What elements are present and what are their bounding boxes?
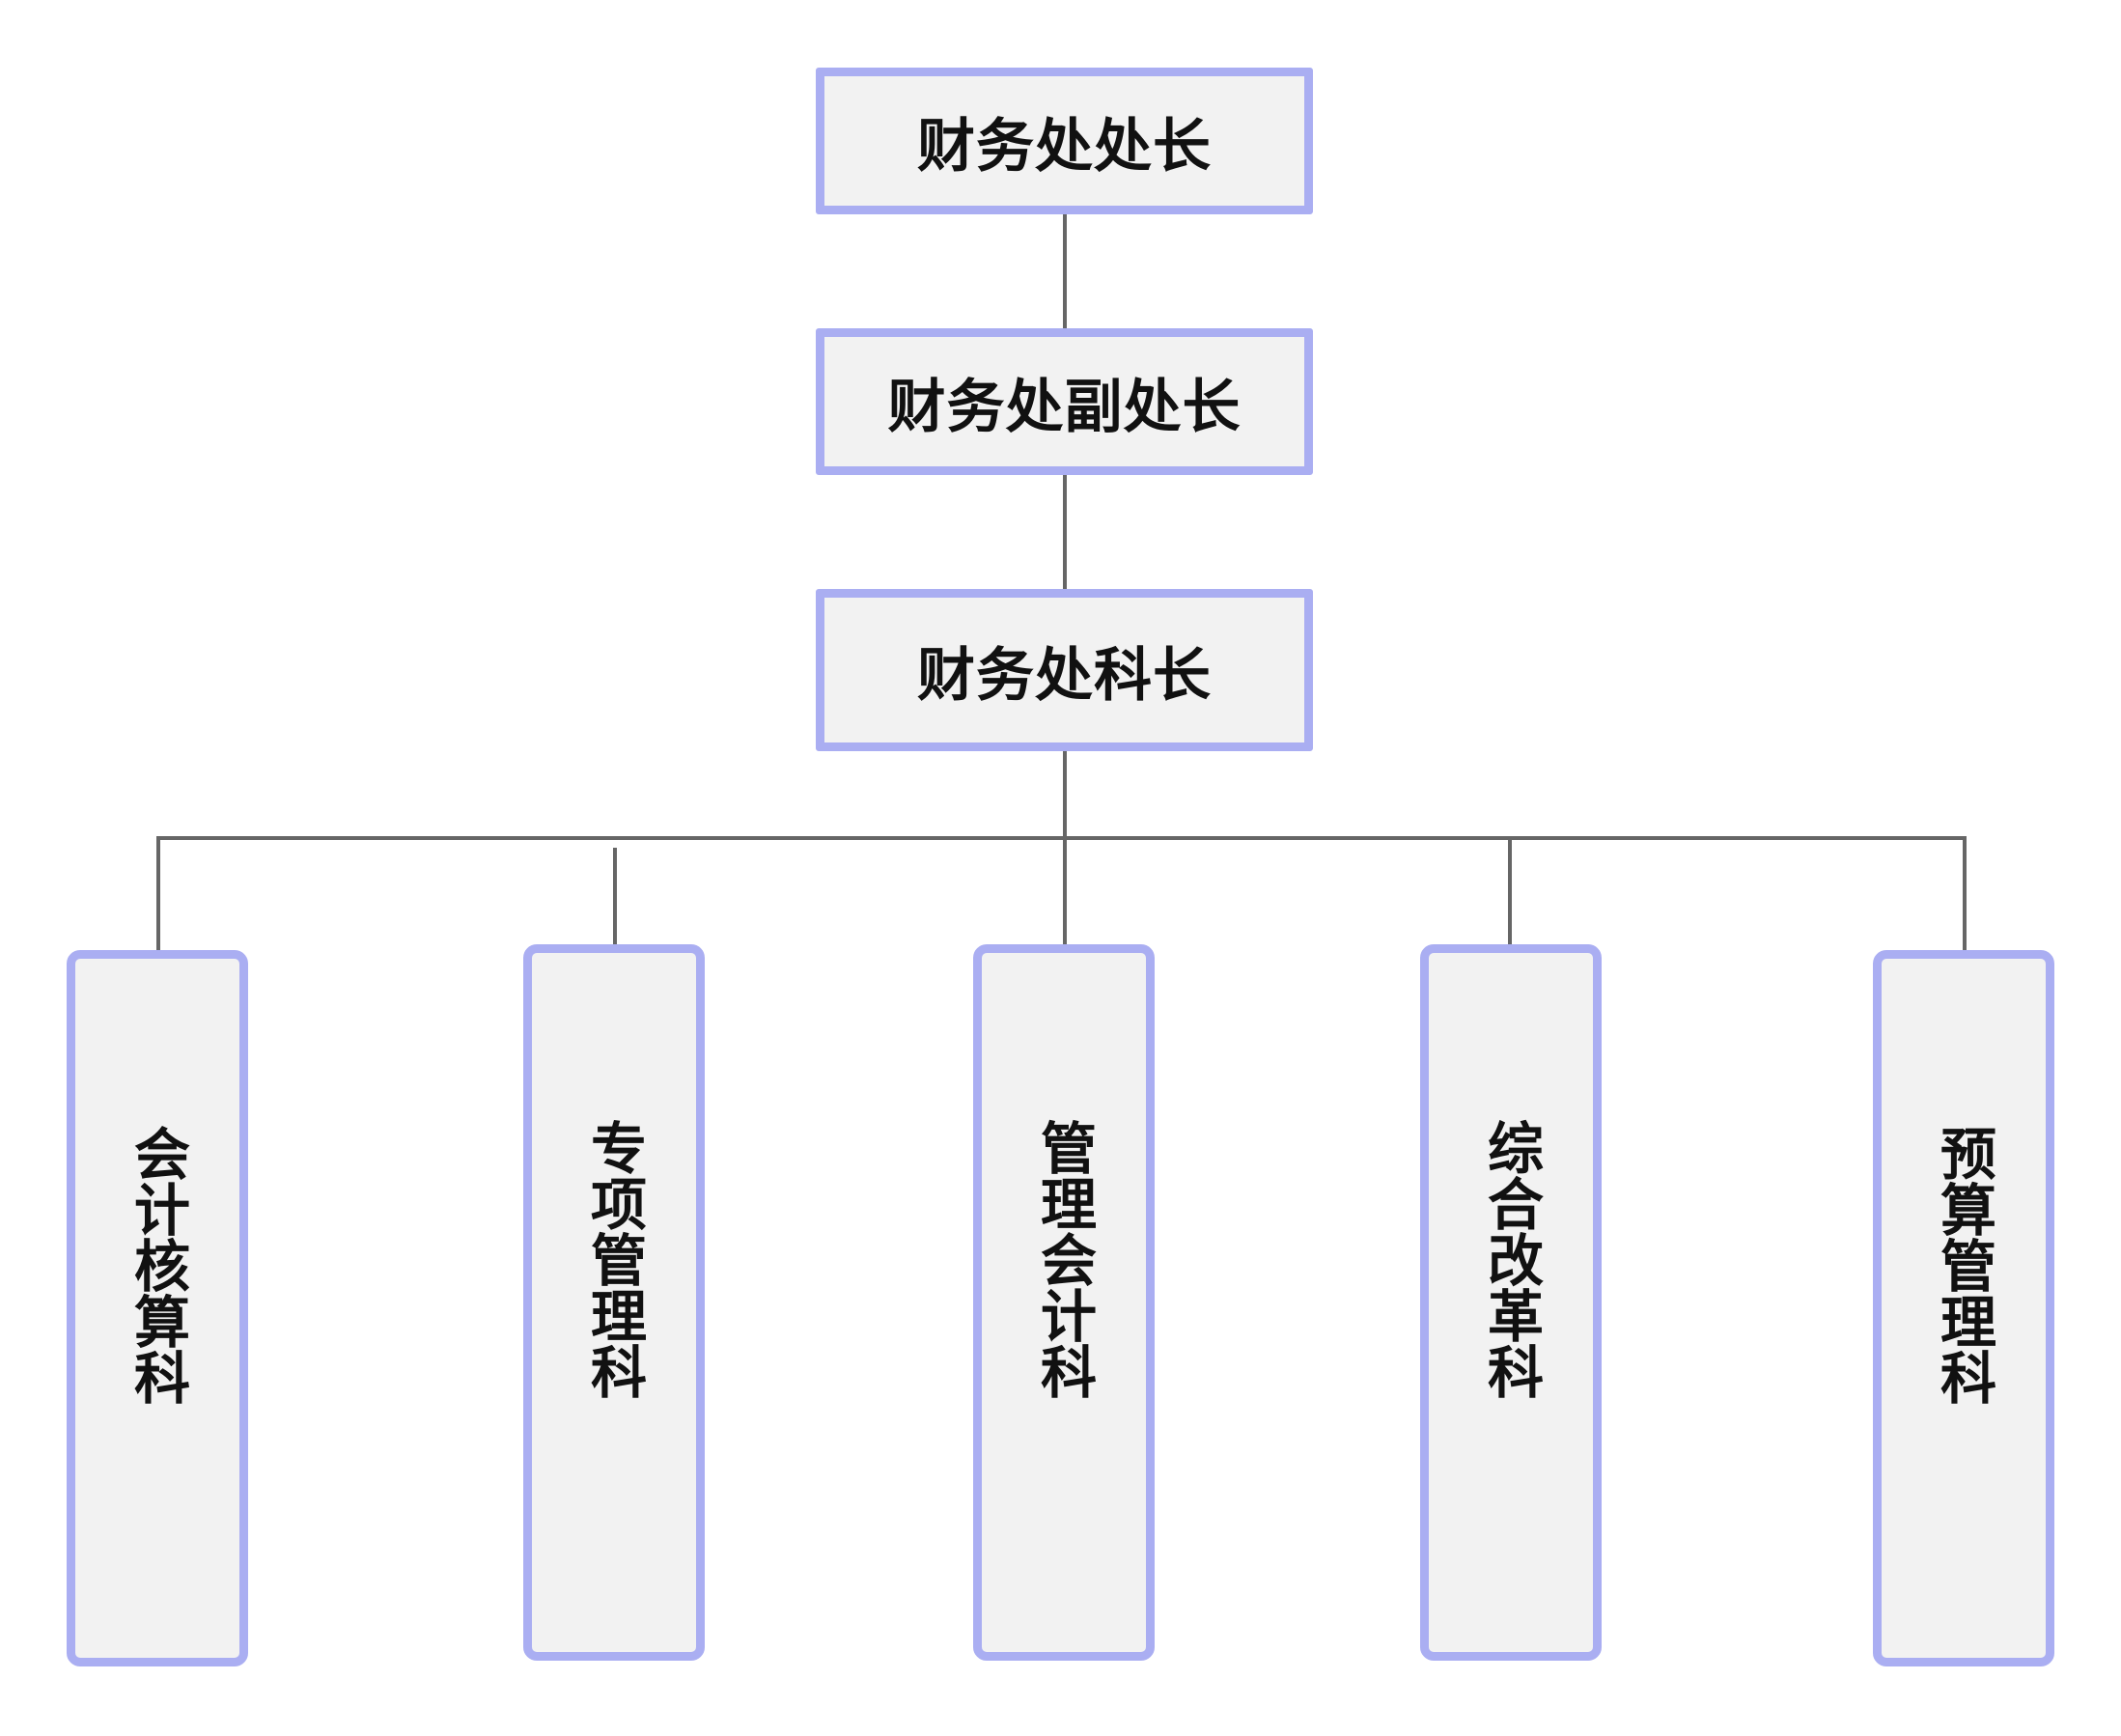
connector-dept-1 xyxy=(156,836,160,950)
connector-dept-4 xyxy=(1508,836,1512,944)
department-label-4: 综合改革科 xyxy=(1478,1119,1544,1399)
connector-deputy-chief xyxy=(1063,475,1067,593)
director-label: 财务处处长 xyxy=(917,112,1212,181)
deputy-director-label: 财务处副处长 xyxy=(887,373,1242,441)
department-box-1: 会计核算科 xyxy=(67,950,248,1666)
section-chief-box: 财务处科长 xyxy=(816,589,1313,751)
department-label-2: 专项管理科 xyxy=(581,1119,647,1399)
connector-director-deputy xyxy=(1063,214,1067,330)
department-box-5: 预算管理科 xyxy=(1873,950,2054,1666)
connector-dept-5 xyxy=(1963,836,1967,950)
department-label-1: 会计核算科 xyxy=(125,1125,190,1405)
connector-chief-bus xyxy=(1063,751,1067,840)
department-box-3: 管理会计科 xyxy=(973,944,1155,1661)
department-label-3: 管理会计科 xyxy=(1031,1119,1097,1399)
section-chief-label: 财务处科长 xyxy=(917,641,1212,710)
connector-dept-2 xyxy=(613,848,617,944)
deputy-director-box: 财务处副处长 xyxy=(816,328,1313,475)
director-box: 财务处处长 xyxy=(816,68,1313,214)
department-label-5: 预算管理科 xyxy=(1931,1125,1996,1405)
connector-horizontal-bus xyxy=(156,836,1967,840)
connector-dept-3 xyxy=(1063,836,1067,944)
department-box-2: 专项管理科 xyxy=(523,944,705,1661)
department-box-4: 综合改革科 xyxy=(1420,944,1602,1661)
